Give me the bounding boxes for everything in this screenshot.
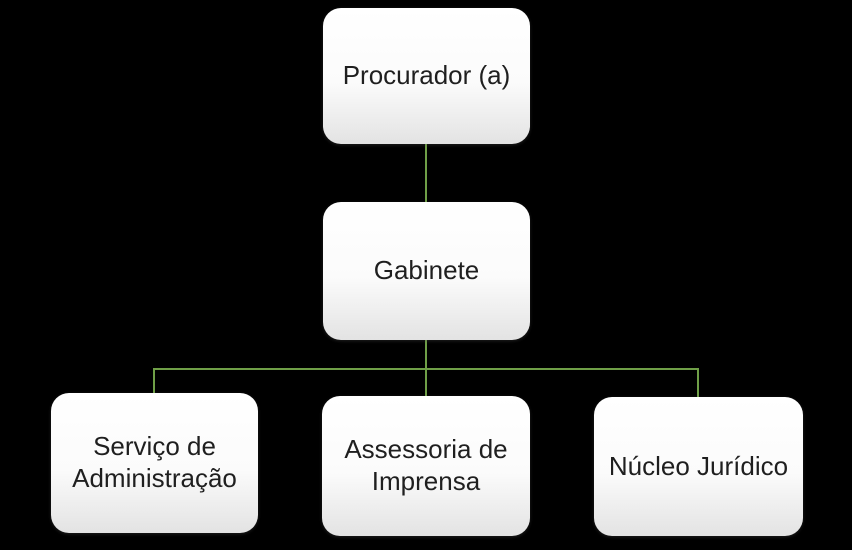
- org-node-gabinete: Gabinete: [323, 202, 530, 340]
- connector-bus-nucleo: [697, 368, 699, 398]
- connector-procurador-gabinete: [425, 144, 427, 202]
- org-node-procurador: Procurador (a): [323, 8, 530, 144]
- org-node-procurador-label: Procurador (a): [342, 60, 511, 91]
- org-node-nucleo-juridico-label: Núcleo Jurídico: [608, 450, 789, 481]
- connector-gabinete-bus: [425, 340, 427, 369]
- org-node-assessoria-imprensa-label: Assessoria de Imprensa: [344, 434, 508, 496]
- org-node-servico-administracao: Serviço de Administração: [51, 393, 258, 533]
- org-node-nucleo-juridico: Núcleo Jurídico: [594, 397, 803, 536]
- connector-bus-assessoria: [425, 368, 427, 397]
- connector-bus-servico: [153, 368, 155, 394]
- org-node-servico-administracao-label: Serviço de Administração: [72, 431, 237, 493]
- org-node-assessoria-imprensa: Assessoria de Imprensa: [322, 396, 530, 536]
- org-node-gabinete-label: Gabinete: [373, 255, 480, 286]
